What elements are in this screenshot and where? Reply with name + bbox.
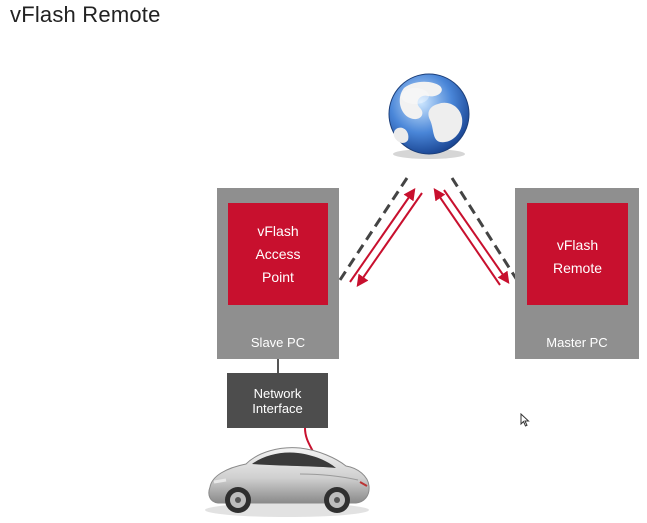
slave-dashed-link — [338, 177, 409, 281]
network-interface-box: Network Interface — [227, 373, 328, 428]
master-arrow-down — [443, 189, 510, 284]
master-pc-label: Master PC — [546, 335, 608, 350]
slave-pc-label: Slave PC — [250, 335, 306, 350]
car-icon — [205, 447, 370, 517]
network-interface-line-1: Network — [253, 385, 302, 401]
slave-panel-line-3: Point — [262, 269, 294, 285]
slave-pc-box: vFlash Access Point Slave PC — [217, 188, 339, 359]
master-dashed-link — [450, 177, 519, 281]
globe-icon — [388, 73, 470, 159]
master-arrow-up — [433, 188, 501, 286]
slave-arrow-down — [356, 192, 423, 287]
slave-pc-panel: vFlash Access Point — [228, 203, 328, 305]
master-pc-box: vFlash Remote Master PC — [515, 188, 639, 359]
slave-arrow-up — [349, 188, 416, 283]
slave-panel-line-2: Access — [255, 246, 301, 262]
master-panel-line-2: Remote — [552, 260, 603, 276]
mouse-cursor-icon — [520, 413, 530, 427]
master-panel-line-1: vFlash — [556, 237, 599, 253]
slave-panel-line-1: vFlash — [257, 223, 299, 239]
master-pc-panel: vFlash Remote — [527, 203, 628, 305]
network-interface-line-2: Interface — [252, 400, 303, 416]
page-title: vFlash Remote — [10, 2, 161, 27]
